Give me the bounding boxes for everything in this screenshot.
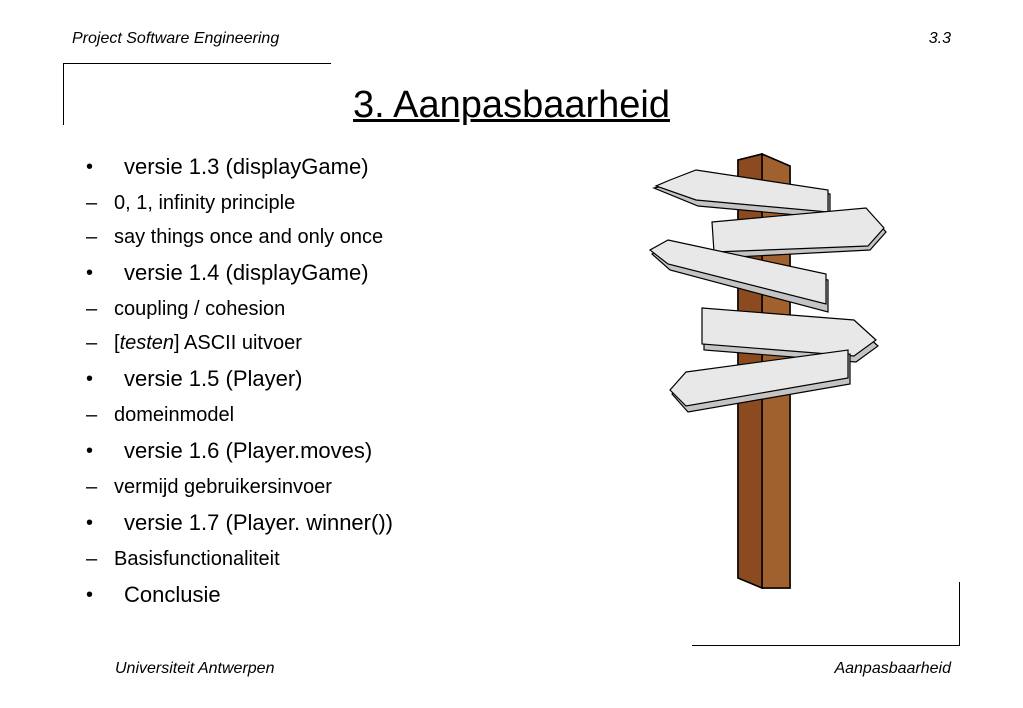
list-item: –say things once and only once (86, 220, 393, 254)
list-item: • versie 1.3 (displayGame) (86, 148, 393, 186)
bullet-icon: • (86, 440, 94, 462)
list-item: • versie 1.6 (Player.moves) (86, 432, 393, 470)
list-item: –vermijd gebruikersinvoer (86, 470, 393, 504)
list-item: –0, 1, infinity principle (86, 186, 393, 220)
bottom-right-rule (959, 582, 960, 645)
list-item: • versie 1.4 (displayGame) (86, 254, 393, 292)
bullet-text: versie 1.7 (Player. winner()) (124, 510, 393, 535)
bullet-text: versie 1.4 (displayGame) (124, 260, 369, 285)
dash-icon: – (86, 332, 98, 354)
bottom-rule (692, 645, 960, 646)
signpost-icon (648, 152, 887, 590)
bullet-text: versie 1.6 (Player.moves) (124, 438, 373, 463)
bullet-text: 0, 1, infinity principle (114, 192, 296, 214)
bullet-text: versie 1.5 (Player) (124, 366, 303, 391)
bullet-text: say things once and only once (114, 226, 384, 248)
top-rule (63, 63, 331, 64)
bullet-text: Conclusie (124, 582, 221, 607)
list-item: –coupling / cohesion (86, 292, 393, 326)
list-item: • Conclusie (86, 576, 393, 614)
bullet-icon: • (86, 262, 94, 284)
footer-university: Universiteit Antwerpen (115, 660, 275, 677)
footer-topic: Aanpasbaarheid (834, 660, 951, 677)
list-item: • versie 1.7 (Player. winner()) (86, 504, 393, 542)
bullet-text: coupling / cohesion (114, 298, 286, 320)
list-item: –domeinmodel (86, 398, 393, 432)
slide-number: 3.3 (928, 30, 951, 47)
dash-icon: – (86, 298, 98, 320)
dash-icon: – (86, 404, 98, 426)
bullet-icon: • (86, 156, 94, 178)
bullet-text: vermijd gebruikersinvoer (114, 476, 332, 498)
bullet-list: •versie 1.3 (displayGame) –0, 1, infinit… (86, 148, 393, 614)
dash-icon: – (86, 476, 98, 498)
slide-title: 3. Aanpasbaarheid (353, 84, 670, 126)
bullet-text: Basisfunctionaliteit (114, 548, 280, 570)
bullet-text: versie 1.3 (displayGame) (124, 154, 369, 179)
list-item: • versie 1.5 (Player) (86, 360, 393, 398)
dash-icon: – (86, 192, 98, 214)
dash-icon: – (86, 548, 98, 570)
top-left-rule (63, 63, 64, 125)
course-title: Project Software Engineering (72, 30, 280, 47)
dash-icon: – (86, 226, 98, 248)
bullet-icon: • (86, 368, 94, 390)
list-item: –Basisfunctionaliteit (86, 542, 393, 576)
bullet-icon: • (86, 584, 94, 606)
bullet-text: domeinmodel (114, 404, 235, 426)
list-item: –[testen] ASCII uitvoer (86, 326, 393, 360)
bullet-icon: • (86, 512, 94, 534)
bullet-text: [testen] ASCII uitvoer (114, 332, 302, 354)
